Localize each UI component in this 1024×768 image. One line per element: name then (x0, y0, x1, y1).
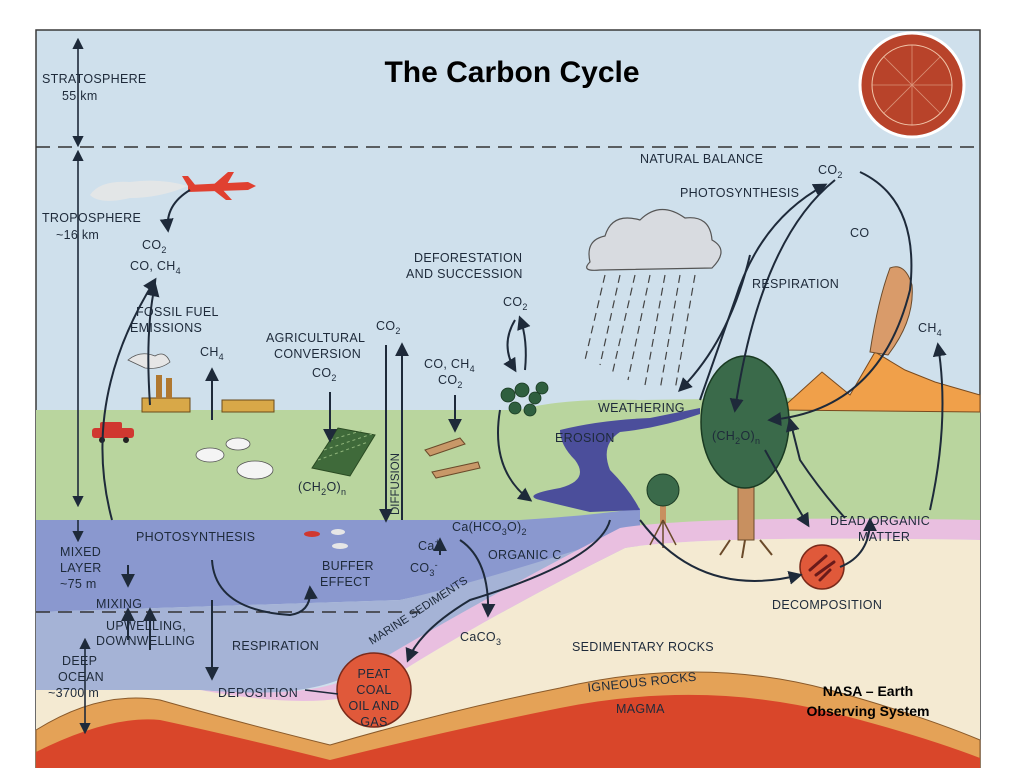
ocean-deep-layer (36, 530, 640, 693)
mid-co2-label: CO2 (438, 373, 463, 390)
top-co2-label: CO2 (818, 163, 843, 180)
respiration-up-arrow (699, 183, 828, 401)
deforest-up-arrow (517, 315, 531, 371)
weathering-label: WEATHERING (598, 401, 685, 415)
plane-co2-label: CO2 (142, 238, 167, 255)
ocean-respiration-label: RESPIRATION (232, 639, 319, 653)
ocean-mixed-layer (36, 508, 640, 612)
ocean-release-arrow (101, 277, 157, 521)
ca-ion-label: Ca+ (418, 537, 440, 553)
fossil-fuel-label-2: EMISSIONS (130, 321, 202, 335)
factory-icon (127, 353, 275, 413)
fossil-fuel-label-1: FOSSIL FUEL (136, 305, 219, 319)
agri-label-1: AGRICULTURAL (266, 331, 365, 345)
ca-hco3-label: Ca(HCO3O)2 (452, 520, 527, 537)
caco3-arrow (459, 539, 496, 618)
buffer-label-2: EFFECT (320, 575, 370, 589)
mid-co-ch4-label: CO, CH4 (424, 357, 475, 374)
top-co-label: CO (850, 226, 869, 240)
mixing-label: MIXING (96, 597, 142, 611)
layer-label: LAYER (60, 561, 102, 575)
ch4-volcano-arrow (929, 342, 947, 511)
sedimentary-rocks-label: SEDIMENTARY ROCKS (572, 640, 714, 654)
ocean-respiration-arrow (211, 559, 318, 617)
coal-label: COAL (356, 683, 391, 697)
ocean-photosynthesis-label: PHOTOSYNTHESIS (136, 530, 255, 544)
upwelling-label-2: DOWNWELLING (96, 634, 195, 648)
decomposition-label: DECOMPOSITION (772, 598, 882, 612)
rain-cloud-icon (584, 208, 722, 391)
natural-balance-label: NATURAL BALANCE (640, 152, 763, 166)
deep-depth-label: ~3700 m (48, 686, 99, 700)
troposphere-height: ~16 km (56, 228, 99, 242)
mixed-depth-label: ~75 m (60, 577, 97, 591)
respiration-large-arrow (767, 171, 913, 426)
ocean-label: OCEAN (58, 670, 104, 684)
plane-emission-arrow (159, 189, 191, 233)
upwelling-label-1: UPWELLING, (106, 619, 186, 633)
deposition-connector (304, 689, 339, 695)
fossil-reservoir-circle (336, 652, 412, 728)
livestock-icon (195, 437, 274, 480)
stratosphere-label: STRATOSPHERE (42, 72, 147, 86)
deforest-co2-label: CO2 (503, 295, 528, 312)
fossil-fuel-arrow (145, 282, 160, 406)
title-backdrop (340, 48, 680, 94)
volcano-ch4-label: CH4 (918, 321, 942, 338)
photosynthesis-down-arrow (729, 179, 836, 413)
deep-label: DEEP (62, 654, 97, 668)
river (533, 408, 700, 512)
sun-icon (858, 31, 966, 139)
dead-organic-label-1: DEAD ORGANIC (830, 514, 930, 528)
troposphere-label: TROPOSPHERE (42, 211, 141, 225)
plane-co-ch4-label: CO, CH4 (130, 259, 181, 276)
fallen-logs-icon (424, 437, 481, 479)
photosynthesis-top-label: PHOTOSYNTHESIS (680, 186, 799, 200)
dead-matter-arrow (764, 449, 810, 528)
credit-line-2: Observing System (807, 703, 930, 719)
diffusion-co2-label: CO2 (376, 319, 401, 336)
crop-field-icon (311, 427, 376, 477)
erosion-label: EROSION (555, 431, 615, 445)
dead-organic-label-2: MATTER (858, 530, 910, 544)
ch4-farm-label: CH4 (200, 345, 224, 362)
magma-label: MAGMA (616, 702, 665, 716)
diffusion-label: DIFFUSION (390, 453, 402, 515)
decomposition-return-arrow (839, 517, 877, 568)
small-tree-icon (646, 473, 680, 548)
stratosphere-height: 55 km (62, 89, 98, 103)
agri-label-2: CONVERSION (274, 347, 361, 361)
gas-label: GAS (360, 715, 387, 729)
oil-and-label: OIL AND (349, 699, 400, 713)
organic-c-label: ORGANIC C (488, 548, 562, 562)
agri-co2-label: CO2 (312, 366, 337, 383)
tree-cluster-icon (500, 381, 549, 417)
respiration-top-label: RESPIRATION (752, 277, 839, 291)
deforest-down-arrow (503, 319, 517, 373)
diagram-title: The Carbon Cycle (384, 56, 639, 89)
tree-ch2o-label: (CH2O)n (712, 429, 760, 446)
buffer-label-1: BUFFER (322, 559, 374, 573)
deposition-label: DEPOSITION (218, 686, 298, 700)
deforest-runoff-arrow (497, 409, 533, 502)
dead-organic-up-arrow (785, 417, 846, 519)
fish-icon (304, 529, 348, 549)
airplane-icon (90, 172, 256, 201)
magma-layer (36, 694, 980, 768)
decomposition-circle (799, 544, 845, 590)
caco3-label: CaCO3 (460, 630, 501, 647)
weathering-arrow (678, 254, 751, 392)
deforestation-label-2: AND SUCCESSION (406, 267, 523, 281)
co3-ion-label: CO3- (410, 560, 438, 578)
volcano-icon (778, 266, 981, 413)
peat-label: PEAT (358, 667, 391, 681)
credit-line-1: NASA – Earth (823, 683, 914, 699)
deforestation-label-1: DEFORESTATION (414, 251, 522, 265)
mixed-label: MIXED (60, 545, 101, 559)
field-ch2o-label: (CH2O)n (298, 480, 346, 497)
organic-decomposition-arrow (639, 519, 803, 585)
